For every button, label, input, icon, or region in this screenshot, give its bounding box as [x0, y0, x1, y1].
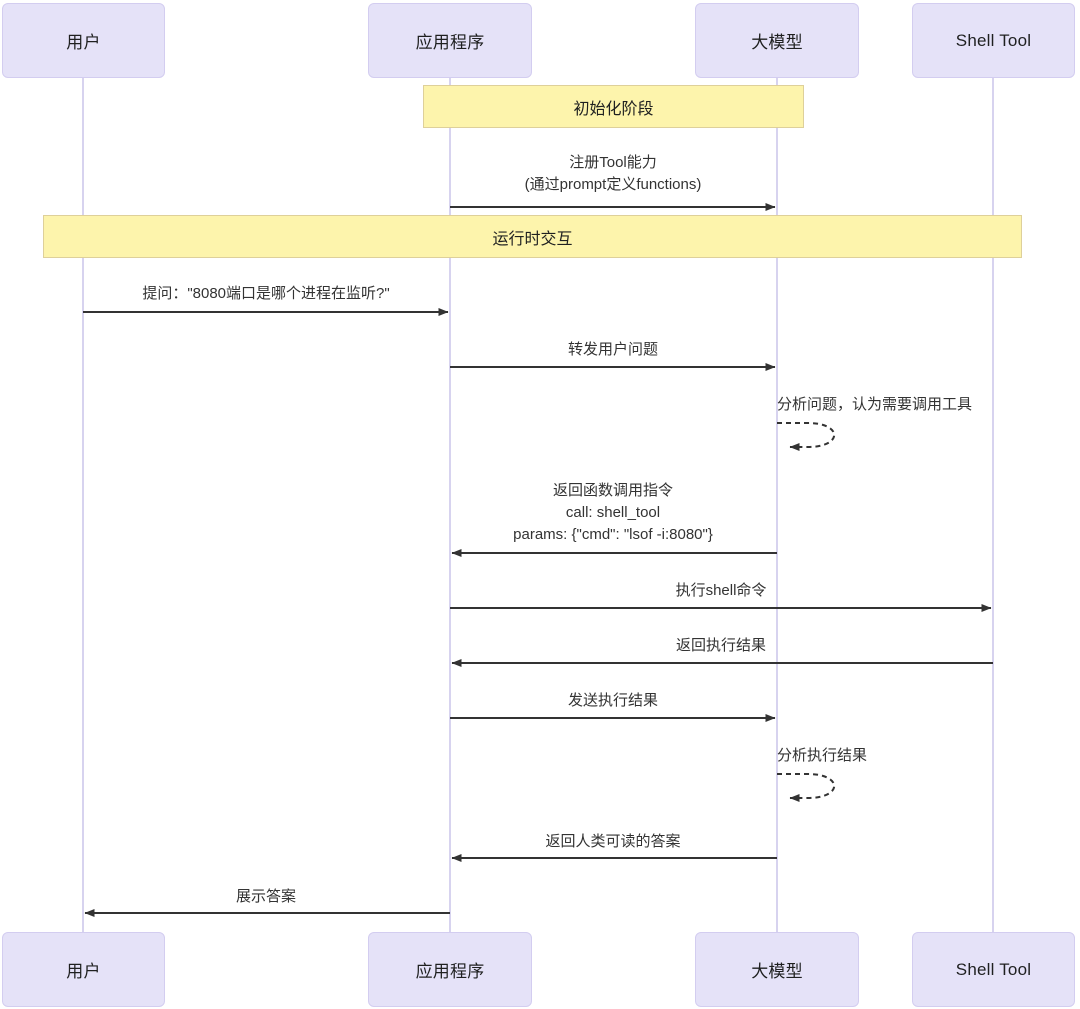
actor-box-user-bottom[interactable]: 用户 — [2, 932, 165, 1007]
message-label-msg-analyze-question: 分析问题，认为需要调用工具 — [777, 394, 972, 416]
actor-label: 用户 — [66, 962, 101, 981]
message-label-msg-user-question: 提问："8080端口是哪个进程在监听?" — [142, 283, 389, 305]
actor-label: 应用程序 — [415, 962, 485, 981]
message-label-line: (通过prompt定义functions) — [524, 176, 702, 194]
actor-box-llm-bottom[interactable]: 大模型 — [695, 932, 859, 1007]
actor-box-shell-top[interactable]: Shell Tool — [912, 3, 1075, 78]
phase-note-label: 运行时交互 — [492, 230, 573, 248]
actor-label: Shell Tool — [955, 30, 1032, 50]
message-label-line: call: shell_tool — [565, 504, 661, 522]
actor-box-llm-top[interactable]: 大模型 — [695, 3, 859, 78]
message-label-line: 返回执行结果 — [675, 637, 767, 654]
message-label-msg-function-call: 返回函数调用指令 call: shell_tool params: {"cmd": … — [513, 480, 713, 547]
message-label-msg-register-tool: 注册Tool能力 (通过prompt定义functions) — [525, 152, 702, 196]
message-label-line: 分析问题，认为需要调用工具 — [777, 396, 973, 413]
actor-box-app-bottom[interactable]: 应用程序 — [368, 932, 532, 1007]
message-label-msg-exec-shell: 执行shell命令 — [676, 580, 767, 602]
message-label-line: 发送执行结果 — [567, 692, 659, 709]
message-label-msg-human-readable: 返回人类可读的答案 — [545, 831, 680, 853]
message-label-line: 注册Tool能力 — [569, 154, 657, 171]
message-label-msg-return-result: 返回执行结果 — [676, 635, 766, 657]
message-label-line: 转发用户问题 — [567, 341, 659, 358]
message-label-line: 返回函数调用指令 — [552, 482, 673, 499]
actor-label: Shell Tool — [955, 959, 1032, 979]
self-message-arrow-msg-analyze-result — [777, 773, 836, 802]
self-message-arrow-msg-analyze-question — [777, 422, 836, 451]
message-label-line: 提问："8080端口是哪个进程在监听?" — [142, 285, 390, 302]
actor-label: 大模型 — [751, 33, 803, 52]
message-label-msg-send-result: 发送执行结果 — [568, 690, 658, 712]
phase-note-label: 初始化阶段 — [573, 100, 654, 118]
actor-label: 应用程序 — [415, 33, 485, 52]
message-label-line: params: {"cmd": "lsof -i:8080"} — [513, 526, 713, 544]
actor-label: 大模型 — [751, 962, 803, 981]
message-label-line: 执行shell命令 — [675, 582, 767, 599]
message-label-msg-show-answer: 展示答案 — [236, 886, 296, 908]
actor-box-user-top[interactable]: 用户 — [2, 3, 165, 78]
message-arrows-group — [83, 203, 993, 917]
phase-note-note-init: 初始化阶段 — [423, 85, 804, 128]
message-label-line: 展示答案 — [235, 888, 297, 905]
message-label-line: 返回人类可读的答案 — [545, 833, 681, 850]
actor-box-app-top[interactable]: 应用程序 — [368, 3, 532, 78]
message-label-msg-analyze-result: 分析执行结果 — [777, 745, 867, 767]
message-label-line: 分析执行结果 — [777, 747, 868, 764]
actor-box-shell-bottom[interactable]: Shell Tool — [912, 932, 1075, 1007]
actor-label: 用户 — [66, 33, 101, 52]
message-label-msg-forward-question: 转发用户问题 — [568, 339, 658, 361]
phase-note-note-runtime: 运行时交互 — [43, 215, 1022, 258]
